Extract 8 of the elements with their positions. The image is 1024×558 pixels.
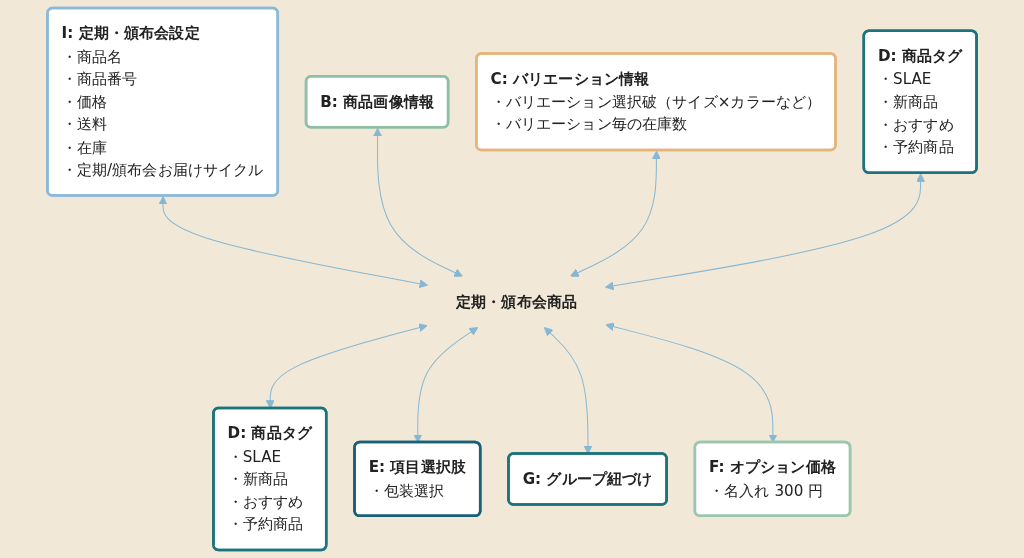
arrow xyxy=(158,195,429,289)
arrow xyxy=(570,150,661,277)
node-text: 定期・頒布会商品 xyxy=(455,292,578,311)
arrow xyxy=(373,127,463,277)
arrow xyxy=(605,322,778,443)
arrow xyxy=(265,323,428,409)
arrow xyxy=(413,327,479,443)
arrow xyxy=(605,173,926,291)
